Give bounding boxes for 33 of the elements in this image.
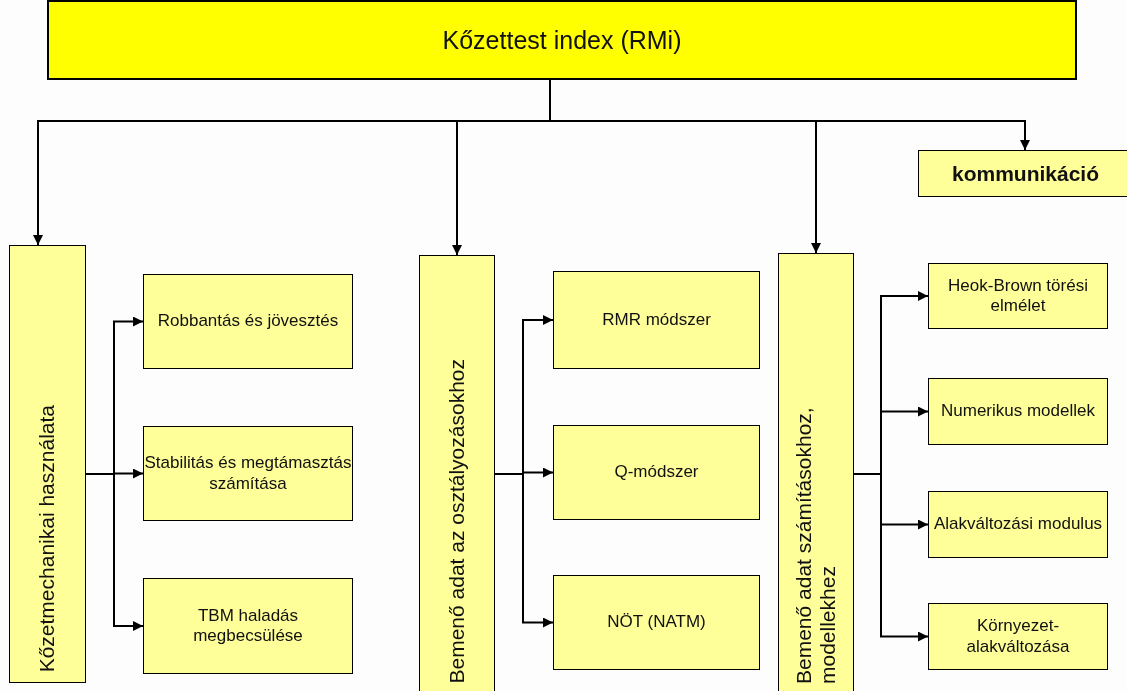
process-box [928,378,1108,445]
box-label: RMR módszer [602,309,711,331]
process-box [143,274,353,369]
box-label: NÖT (NATM) [607,612,706,633]
title-box [47,0,1077,80]
category-box [918,150,1127,197]
box-label: TBM haladás megbecsülése [192,605,304,647]
arrow [494,473,554,628]
box-label: Kőzetmechanikai használata [35,404,60,672]
box-label: Bemenő adat számításokhoz, modellekhez [791,406,840,684]
arrow [853,473,929,642]
arrow [85,473,144,631]
box-label: Kőzettest index (RMi) [442,25,682,55]
box-label: Heok-Brown törési elmélet [947,275,1089,317]
process-box [143,578,353,674]
category-box [9,245,86,683]
process-box [143,426,353,521]
process-box [553,575,760,670]
category-box [419,255,495,691]
process-box [928,263,1108,329]
box-label: Numerikus modellek [941,401,1095,422]
box-label: Stabilitás és megtámasztás számítása [144,453,352,494]
process-box [928,491,1108,558]
process-box [553,271,760,369]
box-label: Alakváltozási modulus [933,514,1103,535]
process-box [553,425,760,520]
box-label: Környezet-alakváltozása [965,616,1071,657]
category-box [778,253,854,691]
box-label: kommunikáció [951,160,1099,187]
box-label: Q-módszer [614,462,699,483]
process-box [928,603,1108,670]
box-label: Robbantás és jövesztés [157,311,339,332]
box-label: Bemenő adat az osztályozásokhoz [444,359,469,684]
